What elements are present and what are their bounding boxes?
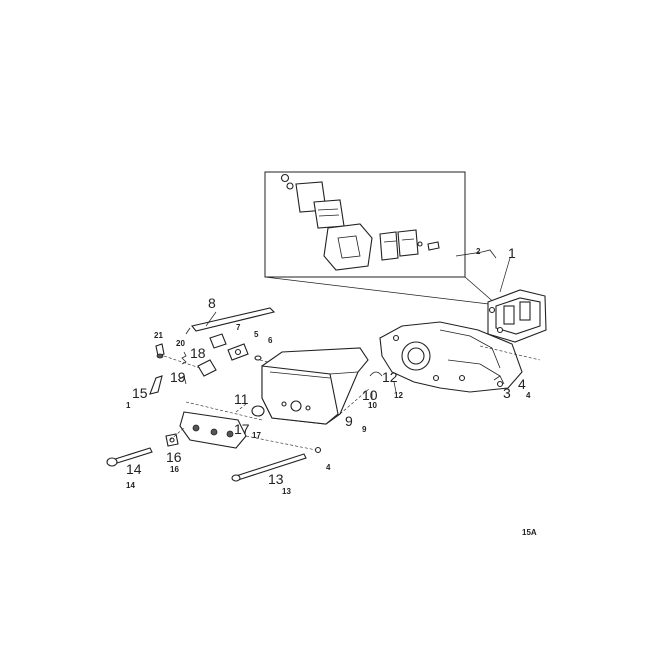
muffler [261, 347, 369, 425]
callout-5-small: 5 [254, 330, 259, 339]
callout-4b-small: 4 [326, 463, 331, 472]
bolt-21 [155, 343, 165, 359]
muffler-plug [251, 405, 265, 417]
figure-code: 15A [522, 528, 537, 537]
callout-labels: 1 2 3 4 4 5 6 7 8 9 9 10 10 11 12 12 13 … [126, 245, 531, 496]
pin-19 [177, 375, 187, 385]
spring-20 [181, 351, 187, 365]
callout-9: 9 [345, 413, 353, 429]
callout-18: 18 [190, 345, 206, 361]
inset-washer [286, 182, 294, 190]
callout-10-small: 10 [368, 401, 377, 410]
callout-2-small: 2 [476, 247, 481, 256]
callout-17-small: 17 [252, 431, 261, 440]
fitting-16 [165, 433, 179, 447]
callout-12-small: 12 [394, 391, 403, 400]
callout-11: 11 [234, 391, 249, 407]
callout-14-small: 14 [126, 481, 135, 490]
callout-16-small: 16 [170, 465, 179, 474]
callout-20-small: 20 [176, 339, 185, 348]
inset-screw [280, 173, 290, 183]
inset-leader-left [264, 276, 498, 306]
bracket-7 [209, 333, 227, 349]
tube-15 [149, 375, 163, 395]
callout-14: 14 [126, 461, 142, 477]
inset-reed-plate-2 [313, 199, 345, 229]
callout-17: 17 [234, 421, 250, 437]
callout-16: 16 [166, 449, 182, 465]
inset-reed-block [379, 231, 399, 261]
clamp-5 [227, 343, 249, 361]
rod-8 [185, 307, 276, 335]
washer-6 [254, 355, 262, 361]
callout-13-small: 13 [282, 487, 291, 496]
callout-leaders [205, 249, 511, 400]
assembly-lines [163, 355, 371, 451]
bolt-14 [106, 447, 153, 467]
heat-shield [179, 411, 247, 449]
callout-3: 3 [503, 385, 511, 401]
callout-21-small: 21 [154, 331, 163, 340]
inset-pin [417, 241, 423, 247]
callout-4-small: 4 [526, 391, 531, 400]
stud-13 [231, 453, 307, 482]
callout-15: 15 [132, 385, 148, 401]
callout-8: 8 [208, 295, 216, 311]
reed-valve-housing [487, 289, 547, 343]
callout-15-small: 1 [126, 401, 131, 410]
inset-gasket [323, 223, 373, 271]
callout-10: 10 [362, 387, 378, 403]
gasket-10 [369, 371, 383, 377]
callout-19: 19 [170, 369, 186, 385]
callout-7-small: 7 [236, 323, 241, 332]
washer-4 [314, 446, 322, 454]
screw-3 [493, 375, 505, 385]
callout-4: 4 [518, 376, 526, 392]
callout-13: 13 [268, 471, 284, 487]
crankcase [379, 321, 541, 393]
callout-9-small: 9 [362, 425, 367, 434]
inset-bolt [427, 241, 440, 251]
inset-detail [264, 171, 498, 306]
callout-12: 12 [382, 369, 398, 385]
callout-6-small: 6 [268, 336, 273, 345]
callout-1: 1 [508, 245, 516, 261]
fitting-18 [197, 359, 217, 377]
